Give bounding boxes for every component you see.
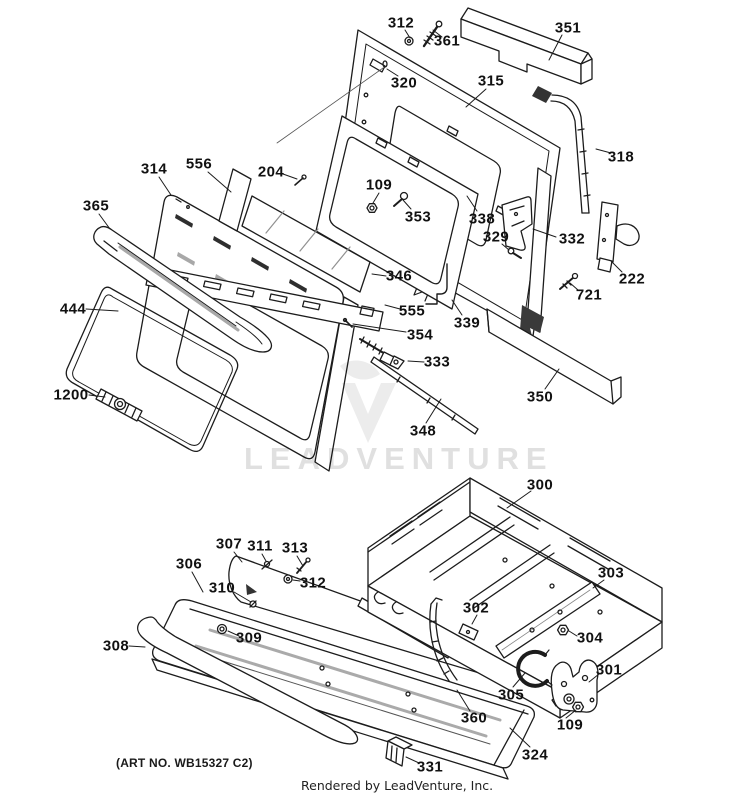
- part-label-301[interactable]: 301: [595, 661, 623, 679]
- part-grommet-309: [216, 623, 228, 635]
- part-label-721[interactable]: 721: [575, 286, 603, 304]
- part-label-304[interactable]: 304: [576, 629, 604, 647]
- part-bottom-trim-350: [486, 308, 622, 405]
- part-nut-312-drawer: [283, 574, 293, 584]
- part-screw-354: [342, 317, 353, 328]
- part-label-311[interactable]: 311: [247, 537, 273, 555]
- part-screw-721: [559, 272, 579, 290]
- part-label-314[interactable]: 314: [140, 160, 168, 178]
- part-label-300[interactable]: 300: [526, 476, 554, 494]
- part-label-315[interactable]: 315: [477, 72, 505, 90]
- part-label-348[interactable]: 348: [409, 422, 437, 440]
- part-label-312-drawer[interactable]: 312: [299, 574, 327, 592]
- part-nut-109-door: [366, 203, 378, 213]
- part-label-365[interactable]: 365: [82, 197, 110, 215]
- part-label-109-drawer[interactable]: 109: [556, 716, 584, 734]
- part-label-320[interactable]: 320: [390, 74, 418, 92]
- part-screw-361: [422, 20, 443, 48]
- part-rivet-310: [249, 600, 257, 608]
- part-label-305[interactable]: 305: [497, 686, 525, 704]
- part-door-gasket-444: [65, 286, 239, 453]
- part-lower-trim-308: [137, 616, 359, 745]
- part-hinge-pin-320: [276, 58, 388, 144]
- part-nut-304: [556, 624, 570, 636]
- part-label-303[interactable]: 303: [597, 564, 625, 582]
- part-screw-313: [296, 557, 311, 574]
- part-label-318[interactable]: 318: [607, 148, 635, 166]
- part-label-338[interactable]: 338: [468, 210, 496, 228]
- part-label-360[interactable]: 360: [460, 709, 488, 727]
- part-label-310[interactable]: 310: [208, 579, 236, 597]
- part-screw-311: [261, 559, 273, 570]
- part-nut-109-drawer: [571, 701, 585, 713]
- part-door-handle-365: [93, 225, 273, 353]
- part-label-312-door[interactable]: 312: [387, 14, 415, 32]
- part-label-346[interactable]: 346: [385, 267, 413, 285]
- part-label-324[interactable]: 324: [521, 746, 549, 764]
- part-label-354[interactable]: 354: [406, 326, 434, 344]
- part-c-ring-305: [516, 649, 553, 688]
- part-label-329[interactable]: 329: [482, 228, 510, 246]
- part-label-339[interactable]: 339: [453, 314, 481, 332]
- part-bracket-332: [501, 196, 533, 251]
- part-label-306[interactable]: 306: [175, 555, 203, 573]
- part-label-444[interactable]: 444: [59, 300, 87, 318]
- part-label-204[interactable]: 204: [257, 163, 285, 181]
- part-screw-353: [393, 191, 409, 207]
- art-number-text: (ART NO. WB15327 C2): [116, 756, 253, 770]
- part-label-1200[interactable]: 1200: [53, 386, 89, 404]
- part-label-331[interactable]: 331: [416, 758, 444, 776]
- leader-lines: [85, 29, 623, 764]
- part-top-trim-351: [460, 7, 593, 85]
- part-label-351[interactable]: 351: [554, 19, 582, 37]
- part-door-glass-346: [241, 195, 371, 293]
- part-label-350[interactable]: 350: [526, 388, 554, 406]
- part-rod-348: [370, 356, 479, 435]
- part-label-309[interactable]: 309: [235, 629, 263, 647]
- part-label-333[interactable]: 333: [423, 353, 451, 371]
- part-label-302[interactable]: 302: [462, 599, 490, 617]
- part-latch-222: [596, 201, 640, 273]
- part-side-trim-318: [532, 86, 591, 214]
- part-gasket-strip-360: [429, 597, 458, 686]
- part-label-353[interactable]: 353: [404, 208, 432, 226]
- part-label-109-door[interactable]: 109: [365, 176, 393, 194]
- part-label-556[interactable]: 556: [185, 155, 213, 173]
- part-bracket-339: [425, 263, 448, 305]
- part-label-308[interactable]: 308: [102, 637, 130, 655]
- part-label-555[interactable]: 555: [398, 302, 426, 320]
- part-strip-556: [218, 168, 252, 232]
- part-door-glass-frame-338: [315, 115, 479, 310]
- rendered-by-text: Rendered by LeadVenture, Inc.: [301, 778, 494, 793]
- part-slide-rail-303: [495, 581, 601, 659]
- part-screw-204: [294, 174, 307, 186]
- part-label-313[interactable]: 313: [281, 539, 309, 557]
- part-label-361[interactable]: 361: [433, 32, 461, 50]
- part-screw-333: [359, 336, 405, 370]
- part-end-bracket-331: [385, 736, 413, 767]
- part-drawer-body-300: [367, 477, 663, 719]
- part-screw-329: [507, 247, 522, 259]
- part-label-332[interactable]: 332: [558, 230, 586, 248]
- part-label-307[interactable]: 307: [215, 535, 243, 553]
- part-clip-302: [458, 623, 479, 641]
- part-label-222[interactable]: 222: [618, 270, 646, 288]
